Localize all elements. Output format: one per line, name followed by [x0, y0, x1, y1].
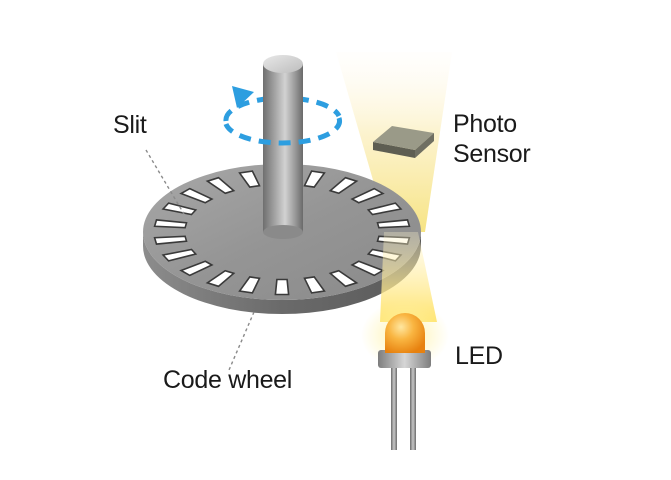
led-label: LED	[455, 342, 503, 370]
photo-sensor-side	[373, 142, 415, 158]
led-leg-right	[410, 368, 416, 450]
rotation-arrow-back	[223, 95, 342, 122]
code-wheel-leader-line	[228, 311, 255, 371]
slit	[350, 260, 385, 277]
slit	[328, 176, 359, 195]
slit-label: Slit	[113, 111, 147, 139]
slit	[205, 176, 236, 195]
slit	[303, 276, 326, 294]
led-rim	[378, 350, 431, 368]
photo-sensor-label-line1: Photo	[453, 110, 517, 138]
slit	[238, 170, 261, 188]
light-beam-lower	[380, 232, 437, 322]
slit	[153, 235, 188, 245]
rotation-arrow-front	[223, 117, 343, 146]
shaft-top	[263, 55, 303, 73]
shaft	[263, 64, 303, 232]
shaft-base	[263, 225, 303, 239]
slit	[328, 269, 359, 288]
slit	[366, 202, 403, 216]
slit	[161, 248, 198, 262]
photo-sensor-edge	[415, 133, 434, 158]
slit	[179, 187, 214, 204]
slit	[350, 187, 385, 204]
code-wheel-side	[143, 232, 421, 314]
photo-sensor-face	[373, 126, 434, 150]
led-leg-left	[391, 368, 397, 450]
led-bulb	[385, 313, 425, 353]
slit	[238, 276, 261, 294]
slit	[303, 170, 326, 188]
slit-leader-line	[145, 149, 185, 215]
slit	[274, 278, 290, 296]
photo-sensor-label-line2: Sensor	[453, 140, 531, 168]
slit	[153, 219, 188, 229]
slit	[161, 202, 198, 216]
code-wheel-label: Code wheel	[163, 366, 293, 394]
slit	[179, 260, 214, 277]
slit	[205, 269, 236, 288]
rotation-arrow-icon	[232, 86, 254, 108]
slit	[376, 219, 411, 229]
